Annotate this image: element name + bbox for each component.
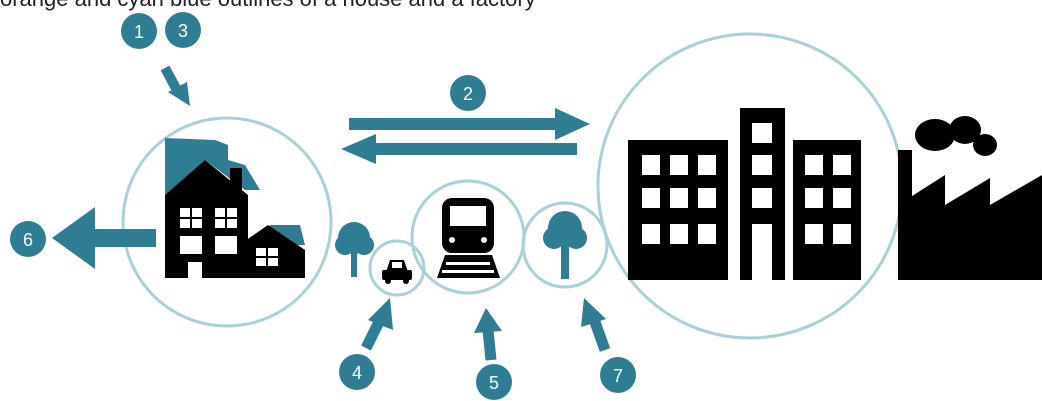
- home-ring: [121, 116, 333, 328]
- badge-4: 4: [339, 354, 375, 390]
- arrow-out-home: [52, 207, 156, 269]
- train-icon: [437, 198, 500, 278]
- svg-text:4: 4: [352, 363, 362, 383]
- svg-text:7: 7: [613, 366, 623, 386]
- office-buildings-icon: [628, 108, 861, 280]
- badge-6: 6: [10, 221, 46, 257]
- badge-5: 5: [476, 364, 512, 400]
- badge-7: 7: [600, 357, 636, 393]
- badge-3: 3: [165, 12, 201, 48]
- arrow-to-tree: [581, 298, 611, 352]
- svg-text:5: 5: [489, 373, 499, 393]
- factory-icon: [898, 116, 1042, 280]
- svg-text:6: 6: [23, 230, 33, 250]
- arrow-to-work: [349, 108, 590, 140]
- arrow-to-train: [474, 308, 502, 361]
- svg-text:2: 2: [463, 84, 473, 104]
- car-ring: [368, 239, 426, 297]
- house-icon: [165, 138, 305, 278]
- car-icon: [382, 260, 412, 284]
- svg-text:3: 3: [178, 21, 188, 41]
- badge-1: 1: [121, 13, 157, 49]
- tree-ring: [521, 201, 609, 289]
- tree-icon: [543, 211, 587, 279]
- arrow-to-home: [341, 134, 577, 164]
- arrow-to-car: [361, 298, 393, 351]
- badge-2: 2: [450, 75, 486, 111]
- top-caption: orange and cyan blue outlines of a house…: [0, 0, 536, 12]
- arrow-into-home: [160, 65, 190, 106]
- svg-text:1: 1: [134, 22, 144, 42]
- tree-icon: [335, 222, 374, 277]
